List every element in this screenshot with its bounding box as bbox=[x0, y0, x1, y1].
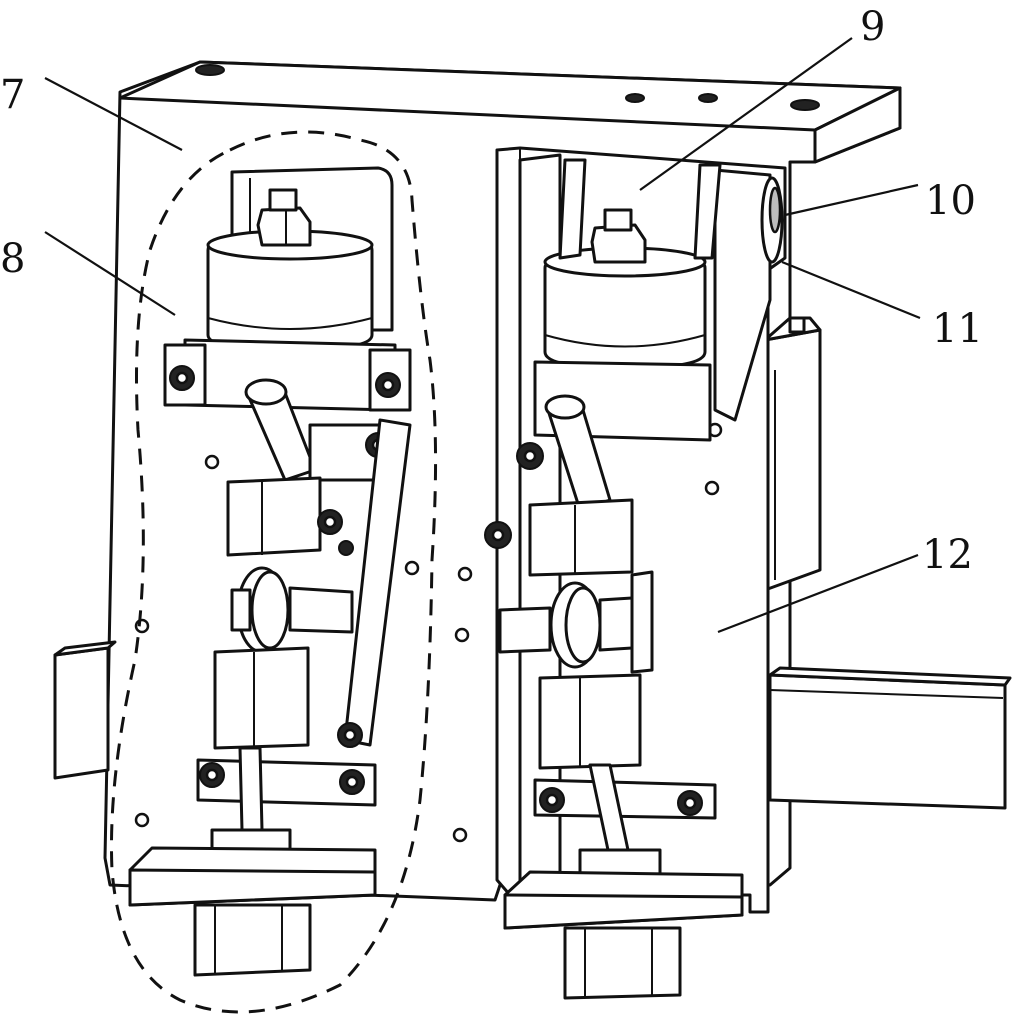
callout-10: 10 bbox=[925, 178, 976, 224]
callout-11: 11 bbox=[932, 306, 983, 352]
pivot-pin bbox=[760, 176, 784, 264]
leader-10 bbox=[784, 183, 919, 217]
leader-7 bbox=[44, 77, 183, 151]
callout-9: 9 bbox=[860, 4, 885, 50]
left-actuator-module bbox=[128, 166, 412, 977]
leader-11 bbox=[781, 260, 921, 320]
leader-lines bbox=[44, 37, 921, 634]
callout-12: 12 bbox=[922, 532, 973, 578]
leader-9 bbox=[639, 37, 853, 191]
right-side-bar bbox=[768, 666, 1012, 810]
right-motor-housing bbox=[763, 316, 822, 592]
callout-8: 8 bbox=[0, 236, 25, 282]
dashed-boundary-region bbox=[109, 130, 438, 1014]
callout-labels: 7 8 9 10 11 12 bbox=[0, 4, 983, 578]
left-side-block bbox=[53, 640, 117, 780]
right-actuator-module bbox=[484, 158, 744, 1000]
leader-8 bbox=[44, 231, 176, 316]
callout-7: 7 bbox=[0, 72, 25, 118]
leader-12 bbox=[717, 553, 919, 634]
